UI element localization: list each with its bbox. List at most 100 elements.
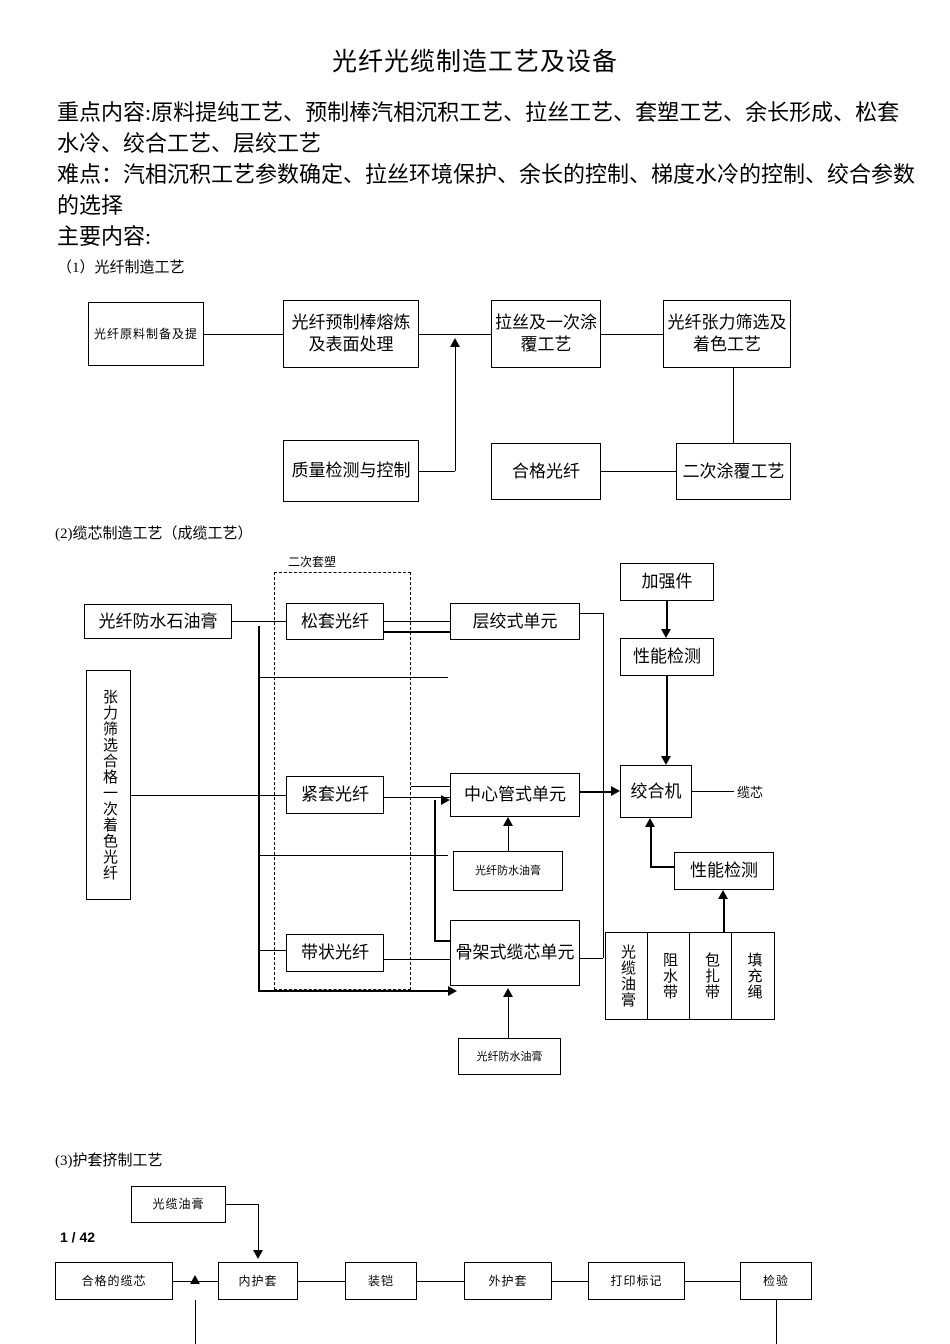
box-quality-control[interactable]: 质量检测与控制 xyxy=(283,440,419,502)
arrowhead-bottom-feed xyxy=(190,1275,200,1284)
connector-machine-to-corelabel xyxy=(692,791,734,792)
riser-base-to-skeleton-feed xyxy=(434,940,450,942)
connector-tensionbox-right xyxy=(131,795,286,796)
box-tension-screening-coloring[interactable]: 光纤张力筛选及着色工艺 xyxy=(663,300,791,368)
box-tension-screened-colored-fiber-label: 张力筛选合格一次着色光纤 xyxy=(101,689,117,881)
arrowhead-table-to-perfbottom xyxy=(718,890,728,899)
connector-perftest-to-machine xyxy=(666,676,668,756)
box-inspection[interactable]: 检验 xyxy=(740,1262,812,1300)
box-fiber-grease-bottom[interactable]: 光纤防水油膏 xyxy=(458,1038,561,1075)
table-cell-binding-tape[interactable]: 包扎带 xyxy=(690,933,732,1019)
connector-perfbottom-up xyxy=(650,826,652,866)
branch-bus-to-ribbon xyxy=(258,950,286,951)
connector-printing-to-inspection xyxy=(685,1281,740,1282)
connector-loosetube-lower xyxy=(384,631,450,633)
box-stranded-unit[interactable]: 层绞式单元 xyxy=(450,603,580,640)
table-cell-filler-rope[interactable]: 填充绳 xyxy=(732,933,774,1019)
connector-strength-to-perftest xyxy=(666,601,668,629)
table-cell-cable-grease[interactable]: 光缆油膏 xyxy=(606,933,648,1019)
connector-qc-right xyxy=(419,471,455,472)
connector-skeleton-right xyxy=(580,958,603,959)
box-skeleton-core-unit[interactable]: 骨架式缆芯单元 xyxy=(450,920,580,986)
arrowhead-strength-to-perftest xyxy=(661,629,671,638)
section-2-label: (2)缆芯制造工艺（成缆工艺） xyxy=(55,526,253,542)
connector-tightbuffer-to-central xyxy=(384,797,450,798)
connector-ribbon-to-skeleton xyxy=(384,959,450,960)
connector-raw-to-preform xyxy=(204,334,283,335)
connector-central-to-machine xyxy=(580,791,613,793)
section-1-label: （1）光纤制造工艺 xyxy=(57,260,185,276)
box-performance-test-bottom[interactable]: 性能检测 xyxy=(674,852,774,890)
main-content-text: 主要内容: xyxy=(57,224,152,249)
difficulty-content-text: 难点：汽相沉积工艺参数确定、拉丝环境保护、余长的控制、梯度水冷的控制、绞合参数的… xyxy=(57,162,916,218)
page-number: 1 / 42 xyxy=(60,1229,96,1245)
branch-bus-to-loosetube xyxy=(258,677,448,678)
table-cell-filler-rope-label: 填充绳 xyxy=(745,952,762,1000)
box-preform-melting[interactable]: 光纤预制棒熔炼及表面处理 xyxy=(283,300,419,368)
box-strength-member[interactable]: 加强件 xyxy=(620,563,714,601)
connector-skeleton-up xyxy=(603,791,604,958)
connector-qualified-to-secondcoat xyxy=(601,471,676,472)
box-inner-sheath[interactable]: 内护套 xyxy=(218,1262,298,1300)
materials-table: 光缆油膏 阻水带 包扎带 填充绳 xyxy=(605,932,775,1020)
box-drawing-coating[interactable]: 拉丝及一次涂覆工艺 xyxy=(491,300,601,368)
arrowhead-greasebottom-to-skeleton xyxy=(503,988,513,997)
branch-bus-to-tightbuffer xyxy=(258,855,448,856)
box-tension-screened-colored-fiber[interactable]: 张力筛选合格一次着色光纤 xyxy=(86,670,131,900)
connector-table-to-perfbottom xyxy=(723,898,725,932)
connector-perfbottom-left xyxy=(650,866,674,868)
table-cell-water-blocking-tape[interactable]: 阻水带 xyxy=(648,933,690,1019)
box-fiber-grease-middle[interactable]: 光纤防水油膏 xyxy=(453,851,563,891)
box-ribbon-fiber[interactable]: 带状光纤 xyxy=(286,934,384,972)
connector-grease-right xyxy=(226,1204,258,1205)
arrowhead-to-stranding-machine xyxy=(611,786,620,796)
box-stranding-machine[interactable]: 绞合机 xyxy=(620,765,692,818)
bus-left-vertical xyxy=(258,626,260,991)
arrowhead-greasemid-to-central xyxy=(503,817,513,826)
connector-bottom-feed-up xyxy=(195,1300,196,1344)
connector-greasebottom-up xyxy=(508,996,509,1038)
box-performance-test-top[interactable]: 性能检测 xyxy=(620,638,714,676)
connector-loosetube-to-stranded xyxy=(384,621,450,622)
arrowhead-riser-to-central xyxy=(441,795,450,805)
connector-preform-to-drawing xyxy=(419,334,491,335)
connector-stranded-down xyxy=(603,613,604,791)
box-fiber-waterproof-grease[interactable]: 光纤防水石油膏 xyxy=(84,604,232,639)
table-cell-binding-tape-label: 包扎带 xyxy=(703,952,719,1000)
arrowhead-grease-to-inner xyxy=(253,1250,263,1259)
box-raw-material[interactable]: 光纤原料制备及提 xyxy=(88,302,204,366)
connector-outer-to-printing xyxy=(552,1281,588,1282)
connector-stranded-right xyxy=(580,613,603,614)
connector-greasemid-up xyxy=(508,825,509,851)
box-cable-grease[interactable]: 光缆油膏 xyxy=(131,1186,226,1223)
connector-tightbuffer-to-central-2 xyxy=(411,786,450,787)
label-cable-core: 缆芯 xyxy=(737,785,764,800)
table-cell-cable-grease-label: 光缆油膏 xyxy=(619,944,635,1008)
connector-inner-to-armoring xyxy=(298,1281,345,1282)
box-printing-mark[interactable]: 打印标记 xyxy=(588,1262,685,1300)
box-second-coating[interactable]: 二次涂覆工艺 xyxy=(676,443,791,500)
connector-grease-down xyxy=(258,1204,259,1250)
arrowhead-qc-to-preform xyxy=(450,338,460,347)
box-qualified-fiber[interactable]: 合格光纤 xyxy=(491,443,601,500)
box-outer-sheath[interactable]: 外护套 xyxy=(464,1262,552,1300)
connector-grease-to-loosetube xyxy=(232,621,286,622)
bus-left-bottom xyxy=(258,990,453,992)
section-3-label: (3)护套挤制工艺 xyxy=(55,1153,163,1169)
arrowhead-bus-to-skeleton xyxy=(448,986,457,996)
table-cell-water-blocking-tape-label: 阻水带 xyxy=(661,952,677,1000)
arrowhead-perftest-to-machine xyxy=(661,756,671,765)
box-qualified-core[interactable]: 合格的缆芯 xyxy=(55,1262,173,1300)
box-tight-buffer-fiber[interactable]: 紧套光纤 xyxy=(286,776,384,814)
riser-to-central-tube xyxy=(434,800,436,940)
connector-drawing-to-screening xyxy=(601,334,663,335)
connector-qc-up xyxy=(455,346,456,471)
box-loose-tube-fiber[interactable]: 松套光纤 xyxy=(286,603,384,640)
box-armoring[interactable]: 装铠 xyxy=(345,1262,417,1300)
connector-inspection-down xyxy=(776,1300,777,1344)
connector-screening-down xyxy=(733,368,734,443)
box-central-tube-unit[interactable]: 中心管式单元 xyxy=(450,773,580,817)
